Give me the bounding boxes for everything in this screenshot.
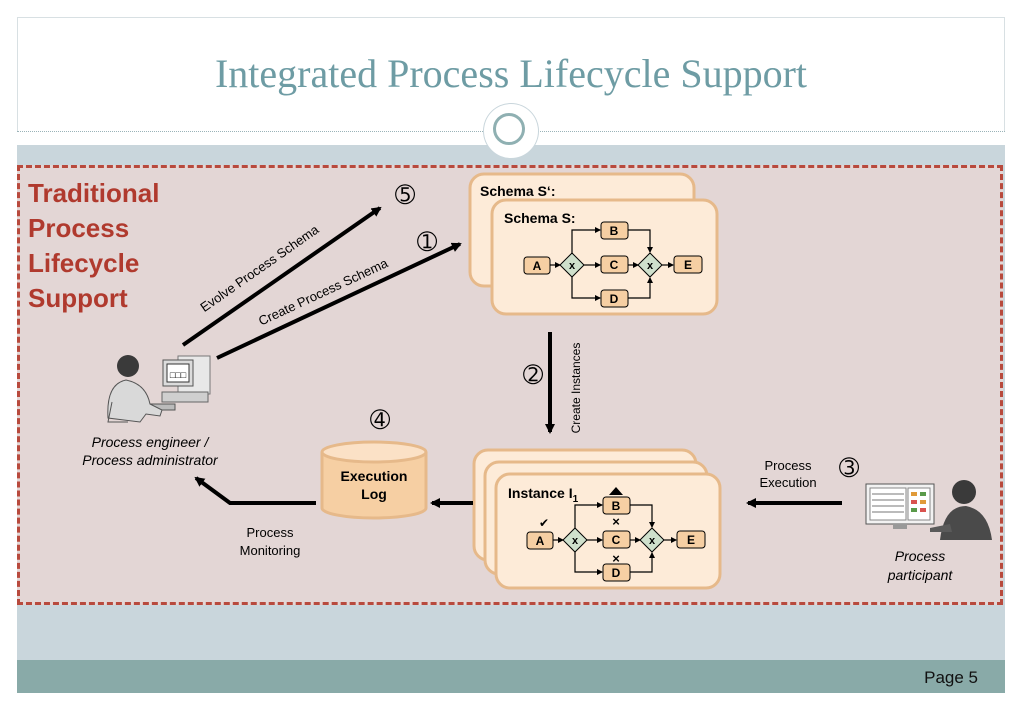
instance-node-d [602, 563, 631, 582]
step-1-marker: ➀ [417, 229, 437, 256]
instance-node-d-label: D [612, 566, 621, 580]
instance-xor-split-label: x [572, 535, 579, 547]
instance-node-e [676, 530, 706, 549]
step-4-marker: ➃ [370, 407, 390, 434]
instance-label: Instance I1 [508, 485, 579, 505]
schema-process-graph [550, 227, 674, 301]
traditional-lifecycle-label: Traditional Process Lifecycle Support [28, 178, 160, 313]
schema-node-b [600, 221, 629, 240]
engineer-caption-line2: Process administrator [82, 452, 219, 468]
process-monitoring-arrow [194, 476, 316, 505]
process-monitoring-label-2: Monitoring [240, 543, 301, 558]
execution-log-label-1: Execution [341, 468, 408, 484]
schema-node-a [523, 256, 551, 275]
create-instances-label: Create Instances [569, 343, 583, 434]
execution-log-label-2: Log [361, 486, 387, 502]
process-engineer-icon: □□□ [107, 355, 211, 423]
engineer-caption-line1: Process engineer / [92, 434, 211, 450]
instance-node-c-label: C [612, 533, 621, 547]
step-3-marker: ➂ [839, 455, 859, 482]
instance-xor-join-label: x [649, 535, 656, 547]
footer-band [17, 660, 1005, 693]
schema-node-c [600, 255, 629, 274]
schema-xor-split [559, 252, 585, 278]
schema-node-c-label: C [610, 258, 619, 272]
instance-node-c [602, 530, 631, 549]
skipped-d-icon: × [612, 551, 620, 566]
schema-node-b-label: B [610, 224, 619, 238]
create-schema-label: Create Process Schema [256, 255, 391, 328]
process-execution-label-1: Process [765, 458, 812, 473]
instance-process-graph [553, 502, 677, 575]
schema-xor-join-label: x [647, 260, 654, 272]
execution-log-cylinder [320, 440, 428, 520]
instance-node-b-label: B [612, 499, 621, 513]
schema-node-d [600, 289, 629, 308]
schema-node-e-label: E [684, 258, 692, 272]
instance-node-e-label: E [687, 533, 695, 547]
ring-ornament-inner [493, 113, 525, 145]
activated-triangle-icon [609, 487, 623, 495]
step-5-marker: ➄ [395, 182, 415, 209]
process-execution-label-2: Execution [759, 475, 816, 490]
schema-node-d-label: D [610, 292, 619, 306]
process-monitoring-label-1: Process [247, 525, 294, 540]
schema-node-a-label: A [533, 259, 542, 273]
skipped-c-icon: × [612, 514, 620, 529]
create-schema-arrow [216, 242, 462, 360]
step-2-marker: ➁ [523, 362, 543, 389]
instance-xor-join [639, 527, 665, 553]
monitor-screen-text: □□□ [170, 370, 187, 380]
instance-node-b [602, 496, 631, 515]
schema-xor-split-label: x [569, 260, 576, 272]
evolve-schema-arrow [181, 206, 382, 347]
instance-node-a-label: A [536, 534, 545, 548]
schema-s-label: Schema S: [504, 210, 576, 226]
schema-node-e [673, 255, 703, 274]
page-number: Page 5 [924, 668, 978, 687]
participant-caption-line2: participant [887, 567, 954, 583]
instance-xor-split [562, 527, 588, 553]
instance-node-a [526, 531, 554, 550]
schema-xor-join [637, 252, 663, 278]
slide-title: Integrated Process Lifecycle Support [214, 51, 807, 96]
completed-check-icon: ✔ [539, 516, 549, 530]
participant-caption-line1: Process [895, 548, 946, 564]
process-participant-icon [865, 480, 992, 540]
schema-s-prime-label: Schema S‘: [480, 183, 555, 199]
